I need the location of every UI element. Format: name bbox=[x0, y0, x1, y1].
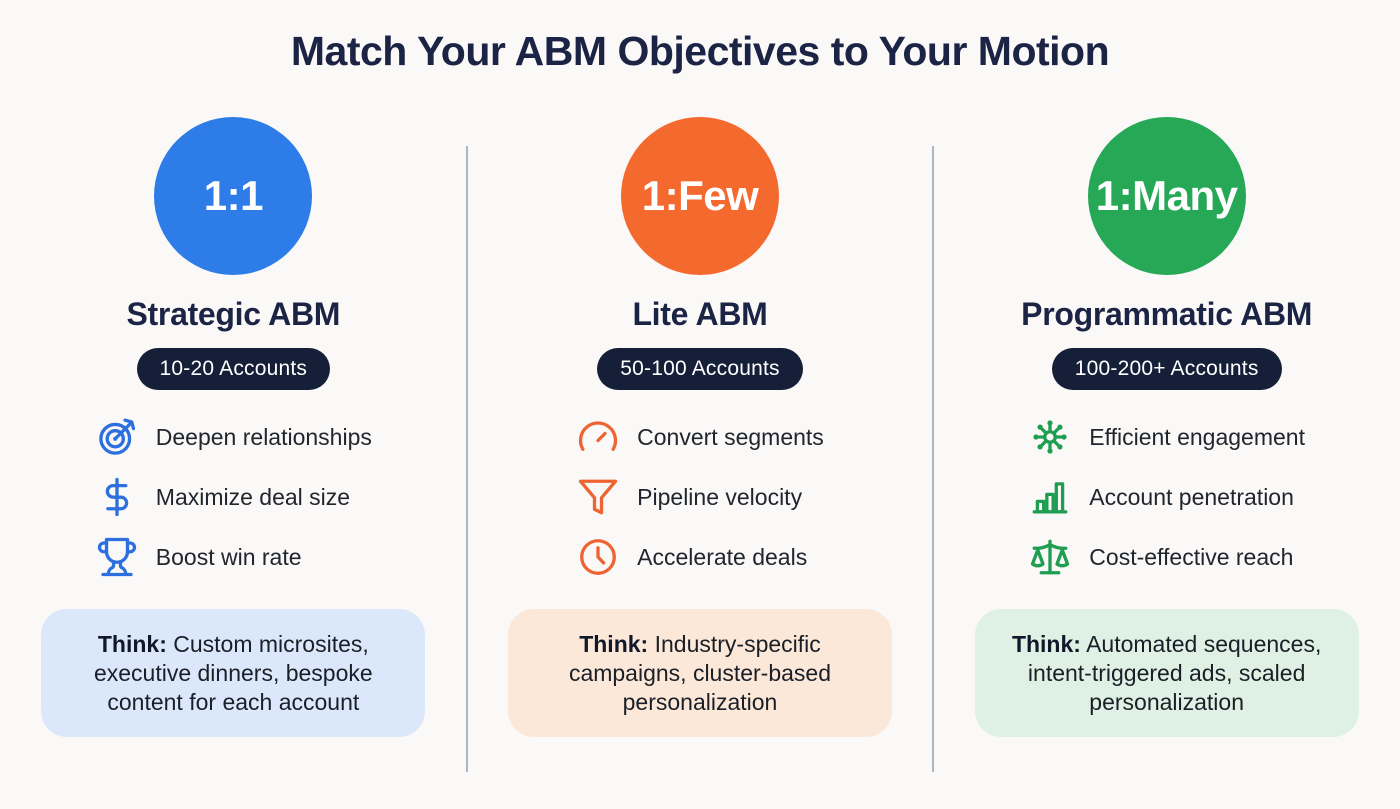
accounts-badge: 100-200+ Accounts bbox=[1051, 348, 1282, 391]
column-title: Programmatic ABM bbox=[1021, 296, 1313, 333]
think-box: Think: Automated sequences, intent-trigg… bbox=[974, 609, 1359, 738]
columns-container: 1:1 Strategic ABM 10-20 Accounts Deepen … bbox=[0, 117, 1400, 738]
objectives-list: Convert segments Pipeline velocity Ac bbox=[576, 415, 824, 579]
list-item: Efficient engagement bbox=[1028, 415, 1305, 459]
list-item: Deepen relationships bbox=[95, 415, 372, 459]
objective-label: Account penetration bbox=[1089, 483, 1294, 510]
objectives-list: Efficient engagement Account penetration bbox=[1028, 415, 1305, 579]
ratio-circle-1-1: 1:1 bbox=[154, 117, 313, 276]
list-item: Convert segments bbox=[576, 415, 824, 459]
gauge-icon bbox=[576, 415, 620, 459]
objective-label: Convert segments bbox=[637, 423, 824, 450]
column-divider bbox=[466, 146, 468, 772]
accounts-badge-label: 10-20 Accounts bbox=[159, 357, 308, 381]
network-icon bbox=[1028, 415, 1072, 459]
accounts-badge: 50-100 Accounts bbox=[597, 348, 803, 391]
think-text: Think: Custom microsites, executive dinn… bbox=[93, 630, 373, 715]
funnel-icon bbox=[576, 475, 620, 519]
accounts-badge-label: 50-100 Accounts bbox=[620, 357, 780, 381]
objective-label: Cost-effective reach bbox=[1089, 543, 1294, 570]
target-icon bbox=[95, 415, 139, 459]
column-programmatic-abm: 1:Many Programmatic ABM 100-200+ Account… bbox=[933, 117, 1400, 738]
think-box: Think: Custom microsites, executive dinn… bbox=[41, 609, 426, 738]
objective-label: Accelerate deals bbox=[637, 543, 808, 570]
list-item: Pipeline velocity bbox=[576, 475, 824, 519]
bar-chart-icon bbox=[1028, 475, 1072, 519]
list-item: Maximize deal size bbox=[95, 475, 372, 519]
objective-label: Deepen relationships bbox=[155, 423, 372, 450]
ratio-circle-1-few: 1:Few bbox=[620, 117, 779, 276]
objective-label: Pipeline velocity bbox=[637, 483, 803, 510]
dollar-sign-icon bbox=[95, 475, 139, 519]
list-item: Account penetration bbox=[1028, 475, 1305, 519]
ratio-circle-1-many: 1:Many bbox=[1087, 117, 1246, 276]
page-title: Match Your ABM Objectives to Your Motion bbox=[290, 28, 1110, 74]
list-item: Boost win rate bbox=[95, 535, 372, 579]
objectives-list: Deepen relationships Maximize deal size bbox=[95, 415, 372, 579]
think-text: Think: Automated sequences, intent-trigg… bbox=[1011, 630, 1322, 715]
ratio-label: 1:1 bbox=[203, 172, 264, 220]
ratio-label: 1:Few bbox=[641, 172, 759, 220]
trophy-icon bbox=[95, 535, 139, 579]
column-lite-abm: 1:Few Lite ABM 50-100 Accounts Convert s… bbox=[467, 117, 934, 738]
list-item: Accelerate deals bbox=[576, 535, 824, 579]
objective-label: Maximize deal size bbox=[155, 483, 351, 510]
infographic-background: { "page": { "title": "Match Your ABM Obj… bbox=[0, 28, 1400, 809]
objective-label: Efficient engagement bbox=[1089, 423, 1305, 450]
objective-label: Boost win rate bbox=[155, 543, 302, 570]
accounts-badge: 10-20 Accounts bbox=[136, 348, 331, 391]
ratio-label: 1:Many bbox=[1095, 172, 1238, 220]
think-text: Think: Industry-specific campaigns, clus… bbox=[568, 630, 832, 715]
column-title: Strategic ABM bbox=[126, 296, 341, 333]
column-divider bbox=[932, 146, 934, 772]
column-title: Lite ABM bbox=[632, 296, 768, 333]
accounts-badge-label: 100-200+ Accounts bbox=[1074, 357, 1259, 381]
list-item: Cost-effective reach bbox=[1028, 535, 1305, 579]
think-box: Think: Industry-specific campaigns, clus… bbox=[507, 609, 892, 738]
column-strategic-abm: 1:1 Strategic ABM 10-20 Accounts Deepen … bbox=[0, 117, 467, 738]
clock-icon bbox=[576, 535, 620, 579]
scale-icon bbox=[1028, 535, 1072, 579]
